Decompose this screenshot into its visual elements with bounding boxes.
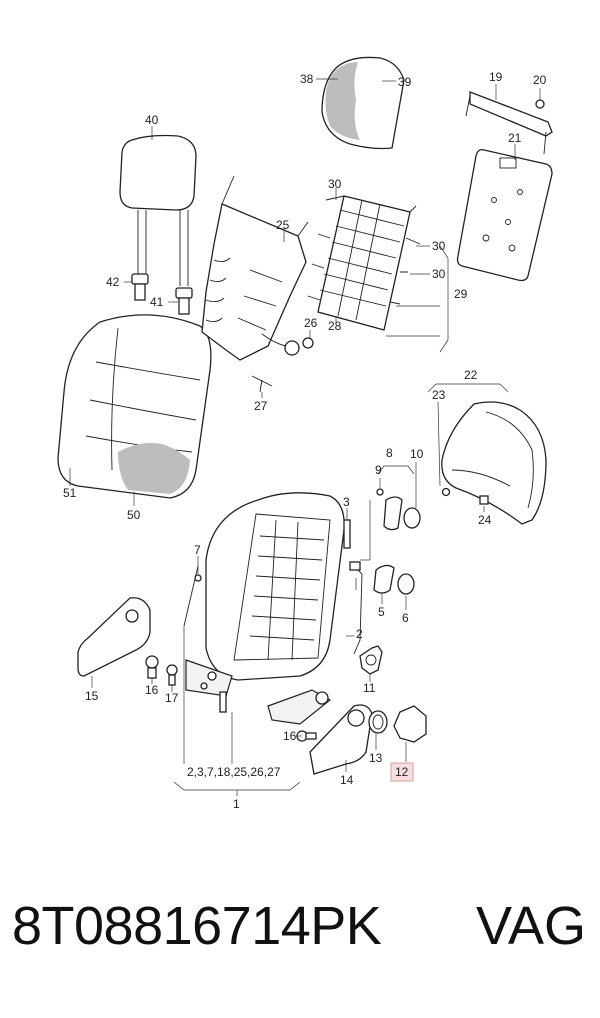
label-26: 26 [304,316,318,330]
footer: 8T08816714PK VAG [0,895,600,985]
part-number-text: 8T08816714PK [12,896,382,956]
adjuster-part-8-9-10 [376,462,421,531]
callout-labels: 38 39 19 20 21 40 30 25 30 30 42 29 41 2… [63,70,547,811]
label-30-top: 30 [328,177,342,191]
label-38: 38 [300,72,314,86]
gear-part-11 [359,645,383,682]
label-19: 19 [489,70,503,84]
backrest-cover-part-50-51 [57,314,212,506]
label-6: 6 [402,611,409,625]
side-cover-part-14 [309,704,373,775]
label-21: 21 [508,131,522,145]
label-27: 27 [254,399,268,413]
label-17: 17 [165,691,179,705]
label-14: 14 [340,773,354,787]
label-10: 10 [410,447,424,461]
label-1: 1 [233,797,240,811]
brand-text: VAG [475,896,586,956]
label-15: 15 [85,689,99,703]
label-39: 39 [398,75,412,89]
backrest-frame-part-25 [201,175,309,361]
screw-part-26 [302,330,314,349]
washer-part-13 [368,710,388,750]
lumbar-mat-part-28-29-30 [307,188,449,353]
seat-frame-assembly [185,492,345,725]
label-5: 5 [378,605,385,619]
seat-parts-diagram: 38 39 19 20 21 40 30 25 30 30 42 29 41 2… [57,56,553,811]
spring-part-3-7 [183,508,351,713]
label-2-3-7-group: 2,3,7,18,25,26,27 [187,765,281,779]
label-9: 9 [375,463,382,477]
label-2: 2 [356,627,363,641]
bolt-part-16-lower [296,730,317,742]
label-24: 24 [478,513,492,527]
label-22: 22 [464,368,478,382]
label-30-mid: 30 [432,239,446,253]
label-41: 41 [150,295,164,309]
label-40: 40 [145,113,159,127]
label-51: 51 [63,486,77,500]
label-28: 28 [328,319,342,333]
label-11: 11 [363,681,376,695]
label-42: 42 [106,275,120,289]
label-13: 13 [369,751,383,765]
label-50: 50 [127,508,141,522]
clip-part-27 [251,375,273,398]
label-8: 8 [386,446,393,460]
back-panel-part-21 [456,144,553,282]
bolt-part-16-17 [145,655,178,692]
label-23: 23 [432,388,446,402]
label-7: 7 [194,543,201,557]
label-3: 3 [343,495,350,509]
headrest-part-40 [119,126,197,286]
group-bracket-part-1 [173,626,301,796]
label-29: 29 [454,287,468,301]
label-16-left: 16 [145,683,159,697]
headrest-guide-part-41-42 [124,273,193,315]
label-20: 20 [533,73,547,87]
bracket-part-19-20 [465,84,553,155]
label-30-low: 30 [432,267,446,281]
knob-part-5-6 [346,500,415,655]
side-cover-part-15 [77,597,151,688]
side-trim-part-22-23-24 [427,383,547,525]
label-12: 12 [395,765,409,779]
highlight-box-part-12 [390,762,414,782]
knob-part-12 [393,705,427,762]
label-16-right: 16 [283,729,297,743]
headrest-cover-part-38-39 [316,56,405,150]
label-25: 25 [276,218,290,232]
